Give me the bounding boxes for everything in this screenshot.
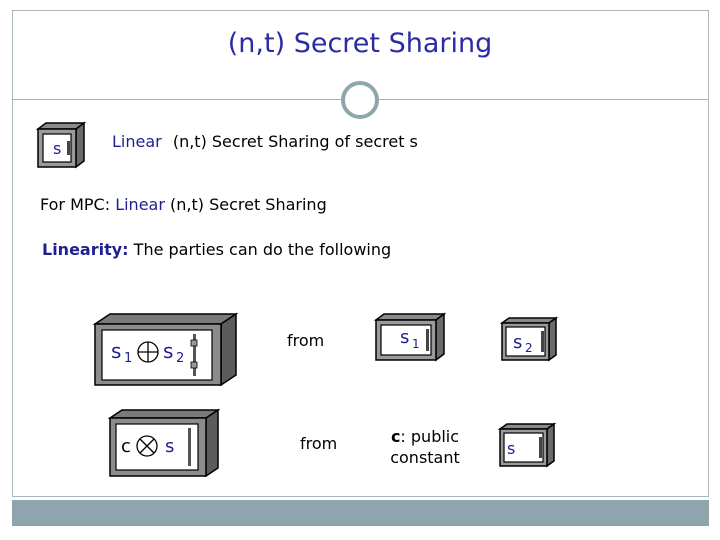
from-label-2: from [300, 434, 337, 454]
safe-s-result-icon: s [498, 422, 556, 468]
safe-s-icon: s [36, 121, 86, 171]
public-constant-label: c: public constant [387, 426, 463, 468]
line1-rest: (n,t) Secret Sharing of secret s [173, 132, 418, 151]
safe-s2-icon: s 2 [500, 316, 558, 362]
svg-text:s: s [165, 436, 174, 457]
safe-s1-icon: s 1 [374, 312, 446, 362]
safe-sum-icon: s 1 s 2 [93, 312, 238, 387]
svg-text:2: 2 [176, 351, 184, 366]
line2-linear: Linear [115, 195, 165, 214]
svg-text:1: 1 [412, 337, 420, 351]
svg-text:s: s [400, 327, 409, 348]
linearity-rest: The parties can do the following [129, 240, 392, 259]
svg-text:1: 1 [124, 351, 132, 366]
svg-text:s: s [507, 439, 515, 458]
safe-s-label: s [53, 139, 61, 158]
title-circle-ornament [341, 81, 379, 119]
line2-rest: (n,t) Secret Sharing [165, 195, 327, 214]
svg-text:c: c [121, 436, 131, 457]
from-label-1: from [287, 331, 324, 351]
line2-prefix: For MPC: [40, 195, 115, 214]
slide-title: (n,t) Secret Sharing [0, 28, 720, 59]
linearity-label: Linearity: [42, 240, 129, 259]
svg-text:s: s [111, 339, 121, 363]
line1-linear: Linear [112, 132, 162, 151]
svg-text:s: s [163, 339, 173, 363]
footer-bar [12, 500, 709, 526]
svg-text:s: s [513, 332, 522, 353]
safe-mul-icon: c s [108, 408, 220, 478]
svg-text:2: 2 [525, 341, 533, 355]
